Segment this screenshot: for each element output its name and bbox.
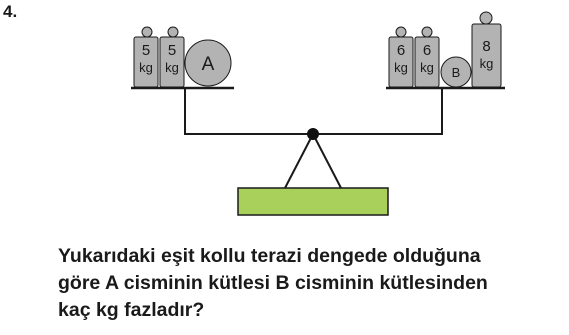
object-a: A [184, 39, 232, 87]
weight-value: 6 [397, 42, 405, 59]
scale-beam [184, 88, 443, 135]
stand-leg-right [312, 133, 342, 189]
weight-unit: kg [139, 60, 153, 75]
weight-6kg-2: 6 kg [414, 26, 440, 88]
weight-5kg-2: 5 kg [159, 26, 185, 88]
question-line: Yukarıdaki eşit kollu terazi dengede old… [58, 245, 481, 267]
weight-value: 8 [482, 38, 490, 55]
weight-5kg-1: 5 kg [133, 26, 159, 88]
question-number: 4. [3, 2, 18, 21]
balance-scale-diagram: 5 kg 5 kg A 6 kg 6 kg B 8 kg [131, 11, 505, 216]
weight-unit: kg [165, 60, 179, 75]
stand-leg-left [284, 133, 314, 189]
weight-unit: kg [480, 56, 494, 71]
question-text: Yukarıdaki eşit kollu terazi dengede old… [58, 243, 563, 324]
scale-base [237, 187, 389, 216]
weight-value: 5 [168, 42, 176, 59]
object-a-label: A [202, 54, 215, 75]
weight-6kg-1: 6 kg [388, 26, 414, 88]
weight-8kg: 8 kg [471, 11, 502, 88]
pivot-point [307, 128, 319, 140]
weight-unit: kg [394, 60, 408, 75]
object-b-label: B [452, 65, 461, 80]
question-line: göre A cisminin kütlesi B cisminin kütle… [58, 272, 488, 294]
weight-value: 5 [142, 42, 150, 59]
question-line: kaç kg fazladır? [58, 299, 205, 321]
weight-unit: kg [420, 60, 434, 75]
weight-value: 6 [423, 42, 431, 59]
object-b: B [440, 56, 472, 88]
